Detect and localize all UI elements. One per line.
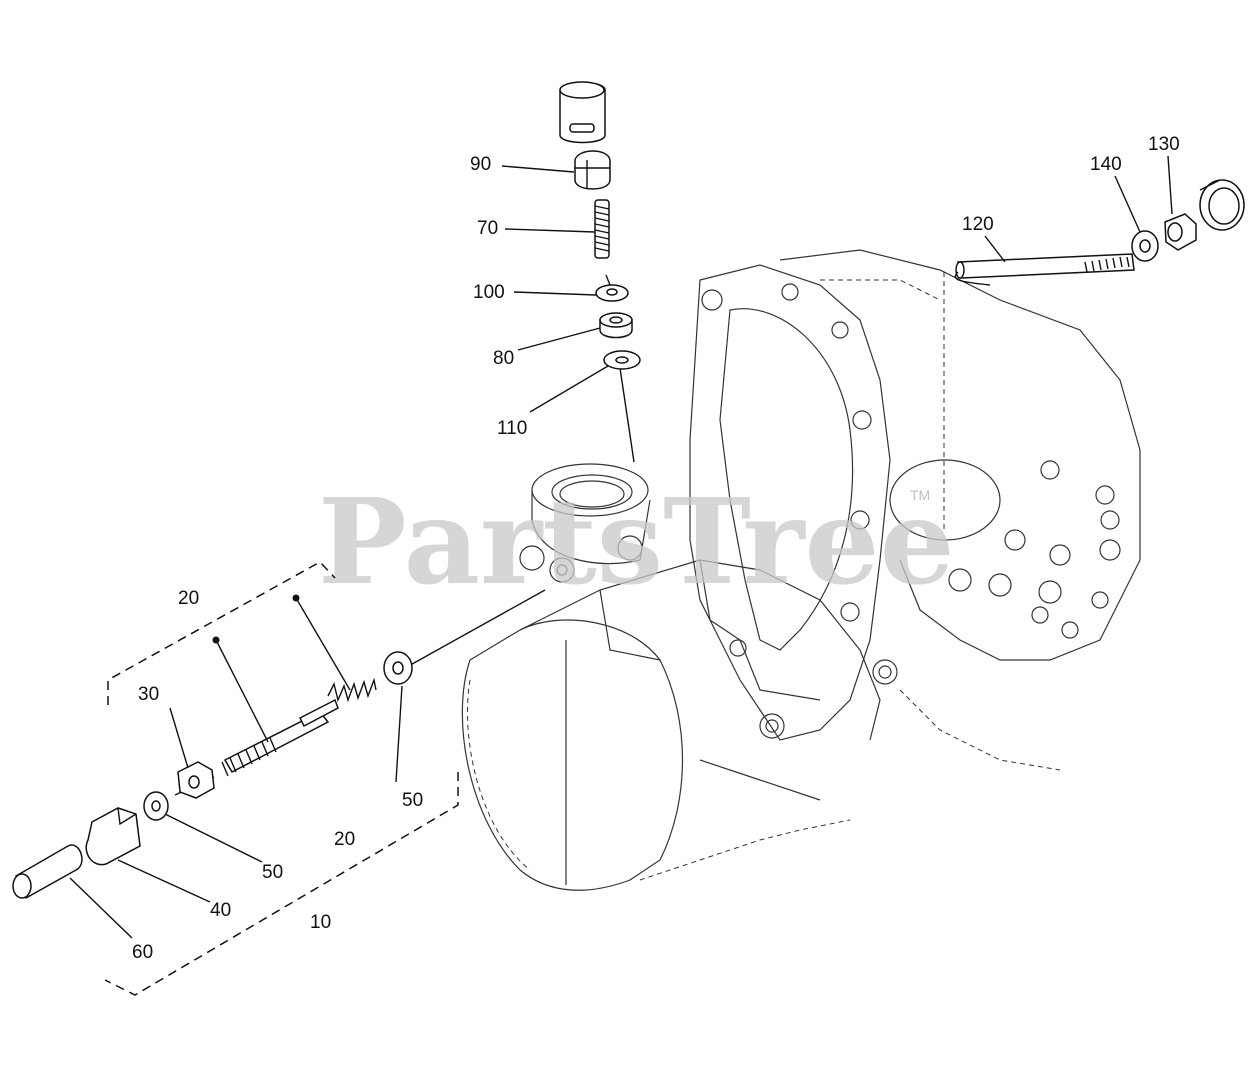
callout-90: 90 (470, 154, 491, 175)
part-130-cap (1199, 179, 1245, 231)
left-assembly (12, 561, 546, 996)
group-bracket-top (107, 561, 336, 705)
leader-30 (169, 707, 189, 769)
vertical-assembly (559, 81, 641, 463)
vertical-assembly-axis (619, 367, 635, 463)
leader-20-spring-dot (292, 594, 300, 602)
callout-100: 100 (473, 282, 505, 303)
part-120-rod (955, 253, 1135, 279)
leader-80 (517, 327, 601, 351)
part-spring (327, 677, 377, 703)
leader-20-stem-dot (212, 636, 220, 644)
callout-60: 60 (132, 942, 153, 963)
leader-40 (117, 859, 211, 903)
leader-20-spring (295, 597, 351, 691)
callout-10: 10 (310, 912, 331, 933)
callout-40: 40 (210, 900, 231, 921)
part-110-washer (603, 350, 641, 370)
part-90-cap (559, 81, 606, 144)
watermark-trademark: TM (910, 487, 930, 503)
callout-50-right: 50 (402, 790, 423, 811)
part-50-washer-right (383, 651, 413, 685)
group-bracket-bottom (104, 772, 459, 996)
leader-60 (69, 877, 133, 939)
part-70-stud (594, 199, 610, 259)
left-assembly-axis (404, 589, 546, 669)
callout-120: 120 (962, 214, 994, 235)
part-40-capnut (85, 807, 141, 866)
callout-130: 130 (1148, 134, 1180, 155)
callout-20-bottom: 20 (334, 829, 355, 850)
rod-assembly (943, 179, 1245, 530)
watermark: PartsTree TM (318, 472, 955, 611)
callout-labels: 90 70 100 80 110 120 140 130 20 30 50 50… (132, 134, 1180, 963)
callout-50-left: 50 (262, 862, 283, 883)
leader-50-right (395, 685, 403, 783)
part-100-washer (595, 284, 629, 302)
leader-130 (1167, 155, 1173, 215)
watermark-text: PartsTree (318, 472, 955, 611)
leader-50-left (164, 813, 263, 863)
leader-100 (513, 291, 597, 296)
leader-lines (69, 155, 1173, 939)
callout-80: 80 (493, 348, 514, 369)
engine-housing (461, 249, 1141, 891)
leader-110 (529, 365, 609, 413)
leader-20-stem (215, 639, 269, 743)
part-valve-stem (221, 698, 339, 777)
callout-20-top: 20 (178, 588, 199, 609)
callout-110: 110 (497, 418, 527, 439)
part-50-washer-left (143, 791, 169, 821)
part-140-washer (1131, 230, 1159, 262)
callout-140: 140 (1090, 154, 1122, 175)
part-30-nut (177, 761, 215, 799)
callout-30: 30 (138, 684, 159, 705)
part-60-sleeve (12, 844, 83, 900)
part-80-nut (599, 312, 633, 339)
callout-70: 70 (477, 218, 498, 239)
leader-90 (501, 165, 575, 173)
part-130-nut (1164, 213, 1197, 251)
leader-120 (984, 235, 1006, 263)
leader-70 (504, 228, 596, 233)
part-90-nut (574, 150, 611, 190)
leader-140 (1114, 175, 1141, 233)
